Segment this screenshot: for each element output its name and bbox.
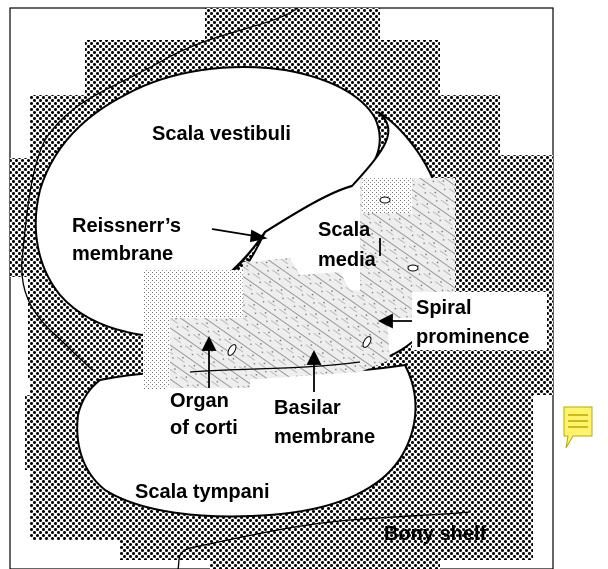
label-scala-vestibuli: Scala vestibuli — [152, 123, 291, 145]
organ-tissue-detail — [170, 318, 250, 388]
stria-tissue — [362, 178, 412, 213]
label-basilar-line2: membrane — [274, 426, 375, 448]
label-spiral-line2: prominence — [416, 326, 529, 348]
cell-nucleus — [408, 265, 418, 271]
label-bony-shelf: Bony shelf — [384, 523, 487, 545]
label-scala-tympani: Scala tympani — [135, 481, 270, 503]
label-organ-line1: Organ — [170, 390, 229, 412]
label-organ-line2: of corti — [170, 417, 238, 439]
cell-nucleus — [380, 197, 390, 203]
label-scala-media-line2: media — [318, 249, 377, 271]
sticky-note-icon[interactable] — [563, 406, 593, 456]
label-spiral-line1: Spiral — [416, 297, 472, 319]
label-reissners-line2: membrane — [72, 243, 173, 265]
label-scala-media-line1: Scala — [318, 219, 371, 241]
label-basilar-line1: Basilar — [274, 397, 341, 419]
label-reissners-line1: Reissnerr’s — [72, 215, 181, 237]
